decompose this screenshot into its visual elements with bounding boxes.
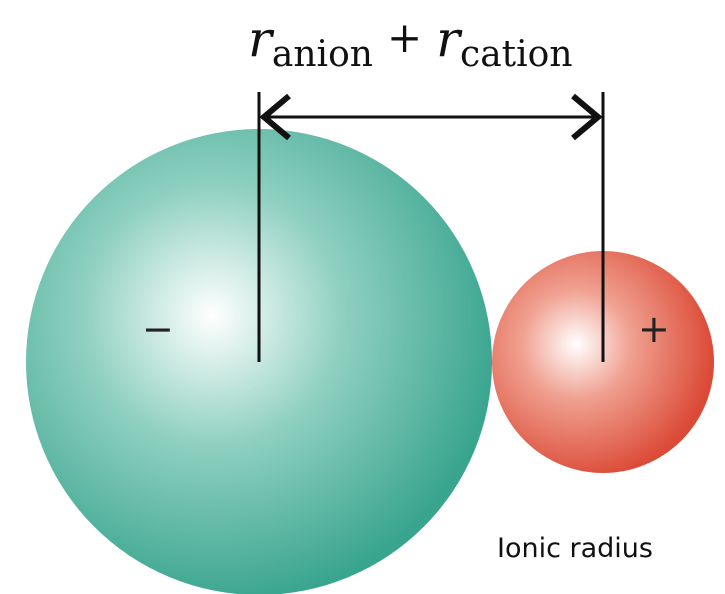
formula-r-cation: r	[436, 10, 463, 68]
formula: ranion+rcation	[248, 10, 573, 75]
distance-arrow-right-head	[571, 93, 603, 141]
formula-r-anion: r	[248, 10, 275, 68]
anion-charge-sign: −	[142, 307, 174, 351]
formula-anion-subscript: anion	[272, 34, 373, 75]
ionic-radius-caption: Ionic radius	[497, 533, 653, 564]
formula-cation-subscript: cation	[460, 34, 572, 75]
distance-arrow-left-head	[259, 93, 291, 141]
cation-charge-sign: +	[638, 307, 670, 351]
formula-plus: +	[387, 13, 422, 62]
